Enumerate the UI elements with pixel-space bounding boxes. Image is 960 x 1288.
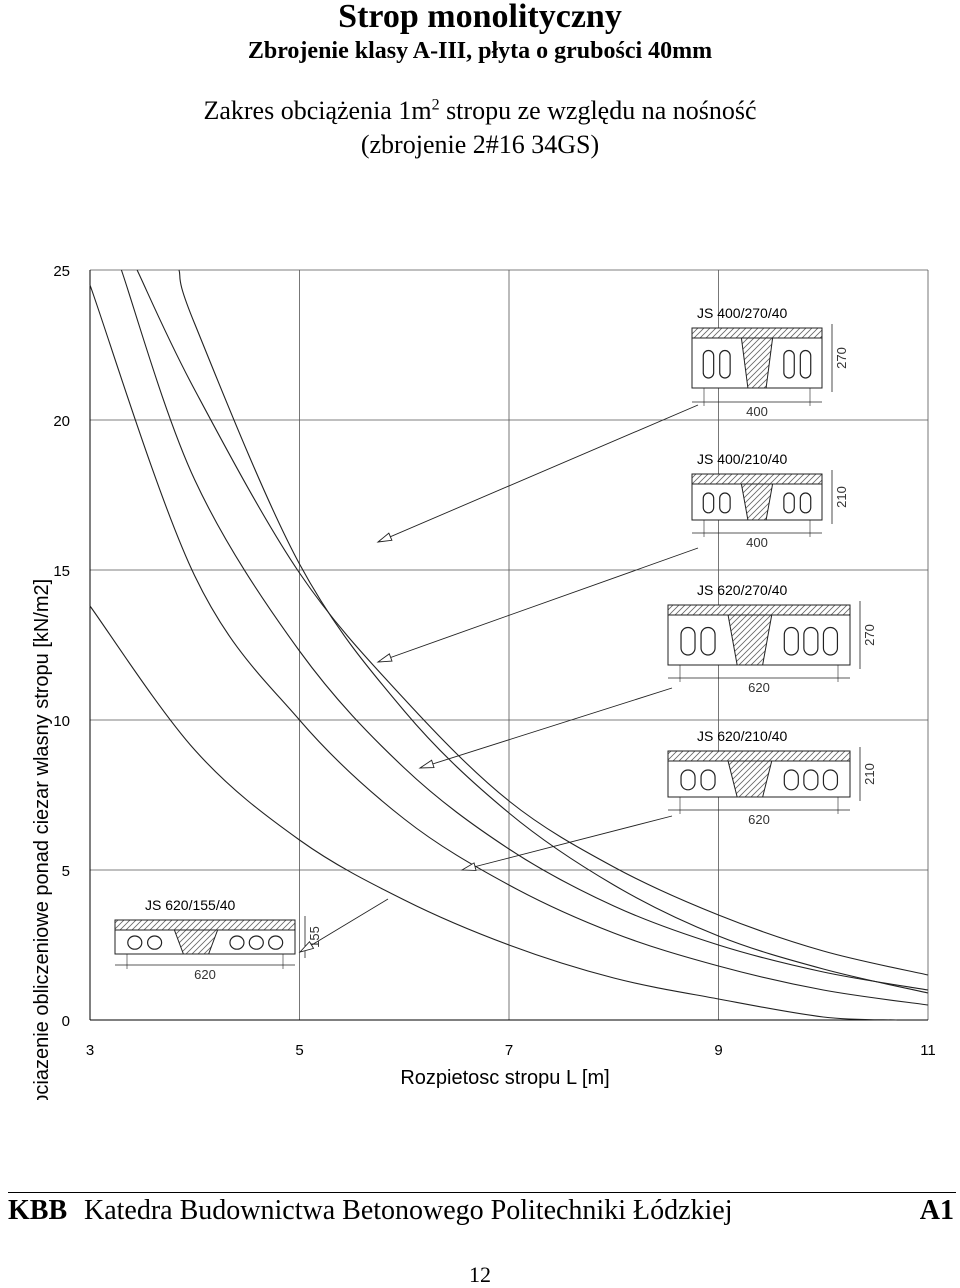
hollow-cell — [803, 769, 819, 791]
rib — [173, 929, 219, 955]
series-line — [89, 284, 929, 1006]
series-line — [120, 269, 929, 991]
slab-top — [667, 604, 851, 616]
height-dimension: 155 — [307, 926, 322, 948]
y-tick-label: 5 — [62, 863, 70, 880]
footer-code: KBB — [8, 1195, 68, 1226]
cross-section-label: JS 620/210/40 — [697, 728, 788, 744]
cross-section-label: JS 400/270/40 — [697, 305, 788, 321]
leader-arrowhead — [418, 759, 435, 769]
width-dimension: 400 — [746, 535, 768, 550]
slab-top — [691, 473, 823, 485]
y-tick-label: 0 — [62, 1013, 70, 1030]
rib — [740, 337, 774, 389]
cross-section-label: JS 620/155/40 — [145, 897, 236, 913]
hollow-cell — [719, 492, 731, 514]
x-tick-label: 7 — [505, 1042, 513, 1059]
hollow-cell — [680, 626, 696, 656]
page-number: 12 — [469, 1262, 491, 1287]
hollow-cell — [799, 349, 812, 379]
hollow-cell — [127, 935, 143, 950]
page-subtitle: Zbrojenie klasy A-III, płyta o grubości … — [247, 38, 713, 64]
height-dimension: 210 — [834, 486, 849, 508]
chart-description: Zakres obciążenia 1m2 stropu ze względu … — [0, 96, 960, 126]
hollow-cell — [719, 349, 731, 379]
series-line — [89, 605, 897, 1021]
series-line — [178, 269, 929, 994]
grid-layer — [89, 269, 929, 1021]
width-dimension: 620 — [748, 812, 770, 827]
slab-top — [667, 750, 851, 762]
y-tick-label: 10 — [53, 713, 70, 730]
hollow-cell — [783, 492, 795, 514]
height-dimension: 210 — [862, 763, 877, 785]
leader-arrowhead — [460, 862, 477, 871]
rib — [727, 760, 773, 798]
cross-section-label: JS 620/270/40 — [697, 582, 788, 598]
hollow-cell — [680, 769, 696, 791]
series-line — [136, 269, 929, 976]
hollow-cell — [783, 626, 799, 656]
leader-line — [419, 687, 673, 769]
page-title: Strop monolityczny — [338, 0, 622, 35]
hollow-cell — [700, 769, 716, 791]
hollow-cell — [700, 626, 716, 656]
rib — [740, 483, 774, 521]
footer-department: Katedra Budownictwa Betonowego Politechn… — [84, 1195, 733, 1226]
hollow-cell — [702, 349, 715, 379]
tick-layer: 0 5 10 15 20 25 3 5 7 9 11 — [53, 263, 935, 1059]
hollow-cell — [702, 492, 715, 514]
footer-sheet: A1 — [919, 1195, 954, 1226]
x-tick-label: 5 — [295, 1042, 303, 1059]
x-tick-label: 3 — [86, 1042, 94, 1059]
hollow-cell — [822, 626, 839, 656]
x-tick-label: 11 — [920, 1042, 936, 1059]
cross-section: JS 620/270/40 620 270 — [418, 582, 877, 769]
hollow-cell — [803, 626, 819, 656]
y-tick-label: 25 — [53, 263, 70, 280]
cross-section: JS 620/210/40 620 210 — [460, 728, 877, 871]
rib — [727, 614, 773, 666]
width-dimension: 620 — [194, 967, 216, 982]
chart-description-line2: (zbrojenie 2#16 34GS) — [360, 130, 600, 159]
y-axis-label: Obciazenie obliczeniowe ponad ciezar wla… — [31, 579, 53, 1100]
leader-line — [461, 815, 673, 871]
curve-layer — [89, 269, 929, 1021]
y-tick-label: 15 — [53, 563, 70, 580]
hollow-cell — [783, 769, 799, 791]
slab-top — [114, 919, 296, 931]
description-sup: 2 — [431, 96, 440, 114]
width-dimension: 620 — [748, 680, 770, 695]
leader-arrowhead — [376, 653, 393, 663]
leader-arrowhead — [298, 940, 315, 953]
leader-line — [299, 898, 389, 953]
cross-section: JS 620/155/40 620 155 — [114, 897, 389, 982]
hollow-cell — [229, 935, 245, 950]
height-dimension: 270 — [834, 347, 849, 369]
description-post: stropu ze względu na nośność — [439, 96, 757, 125]
leader-arrowhead — [376, 532, 393, 543]
width-dimension: 400 — [746, 404, 768, 419]
hollow-cell — [248, 935, 264, 950]
hollow-cell — [268, 935, 284, 950]
height-dimension: 270 — [862, 624, 877, 646]
cross-section: JS 400/270/40 400 270 — [376, 305, 849, 543]
hollow-cell — [783, 349, 795, 379]
leader-line — [377, 547, 699, 663]
hollow-cell — [147, 935, 163, 950]
hollow-cell — [799, 492, 812, 514]
leader-line — [377, 404, 699, 543]
slab-top — [691, 327, 823, 339]
cross-section-label: JS 400/210/40 — [697, 451, 788, 467]
y-tick-label: 20 — [53, 413, 70, 430]
x-tick-label: 9 — [714, 1042, 722, 1059]
x-axis-label: Rozpietosc stropu L [m] — [400, 1067, 609, 1089]
footer-rule — [8, 1192, 956, 1193]
description-pre: Zakres obciążenia 1m — [203, 96, 432, 125]
cross-section: JS 400/210/40 400 210 — [376, 451, 849, 663]
hollow-cell — [822, 769, 839, 791]
